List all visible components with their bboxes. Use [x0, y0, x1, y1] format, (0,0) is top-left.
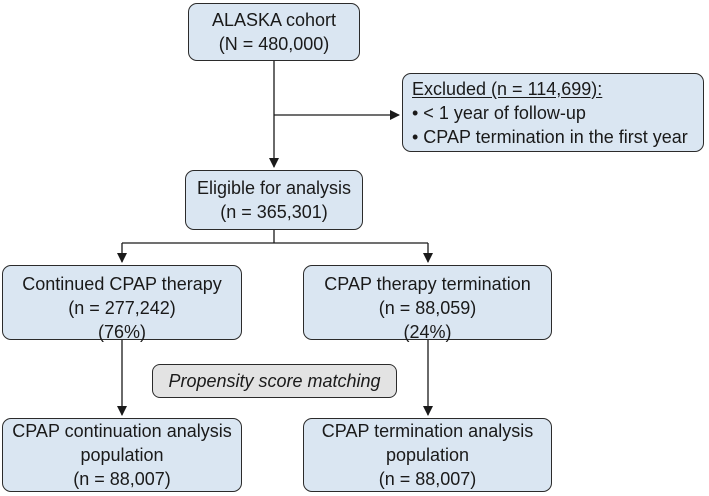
propensity-matching-text: Propensity score matching — [168, 370, 381, 391]
continuation-population-line2: population — [80, 445, 164, 465]
propensity-matching-label: Propensity score matching — [152, 364, 397, 398]
cohort-title: ALASKA cohort — [211, 10, 337, 30]
excluded-reason: • CPAP termination in the first year — [412, 126, 688, 147]
excluded-reason: • < 1 year of follow-up — [412, 102, 586, 123]
eligible-count: (n = 365,301) — [220, 202, 328, 222]
termination-population-count: (n = 88,007) — [378, 469, 477, 489]
continued-count: (n = 277,242) — [68, 298, 176, 318]
excluded-heading: Excluded (n = 114,699): — [412, 78, 603, 99]
terminated-title: CPAP therapy termination — [324, 274, 531, 294]
continuation-population-count: (n = 88,007) — [73, 469, 171, 489]
termination-population-line2: population — [385, 445, 470, 465]
cohort-box: ALASKA cohort (N = 480,000) — [188, 3, 360, 61]
continued-title: Continued CPAP therapy — [22, 274, 222, 294]
eligible-title: Eligible for analysis — [196, 178, 352, 198]
terminated-count: (n = 88,059) — [378, 298, 477, 318]
continued-percent: (76%) — [97, 322, 146, 342]
continuation-population-line1: CPAP continuation analysis — [12, 421, 232, 441]
termination-population-line1: CPAP termination analysis — [321, 421, 534, 441]
continued-box: Continued CPAP therapy (n = 277,242) (76… — [2, 265, 242, 342]
eligible-box: Eligible for analysis (n = 365,301) — [185, 170, 363, 230]
terminated-box: CPAP therapy termination (n = 88,059) (2… — [303, 265, 552, 342]
excluded-box: Excluded (n = 114,699): • < 1 year of fo… — [402, 73, 704, 152]
termination-population-box: CPAP termination analysis population (n … — [303, 418, 552, 492]
cohort-count: (N = 480,000) — [218, 34, 330, 54]
continuation-population-box: CPAP continuation analysis population (n… — [2, 418, 242, 492]
terminated-percent: (24%) — [403, 322, 452, 342]
